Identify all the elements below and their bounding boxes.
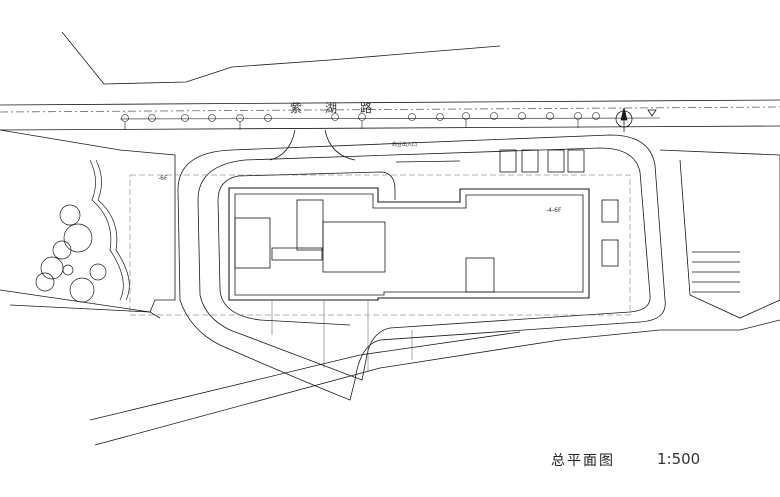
road-line-1 xyxy=(0,99,780,106)
entrance-block-3 xyxy=(547,149,565,173)
stair-block-right xyxy=(465,257,495,293)
perimeter-road-outer xyxy=(177,134,666,401)
utility-box-1 xyxy=(601,199,619,223)
site-boundary-left xyxy=(0,129,176,313)
perimeter-road-inner xyxy=(197,147,651,381)
inner-road-ring xyxy=(217,171,396,326)
street-edge-top-left xyxy=(61,31,501,85)
road-line-2 xyxy=(0,106,780,113)
floor-label-right: -4-6F xyxy=(546,207,562,214)
road-station-markers xyxy=(121,112,600,130)
utility-box-2 xyxy=(601,239,619,267)
site-boundary-right xyxy=(659,149,780,319)
road-name-char-3: 路 xyxy=(360,100,372,115)
road-entry-curve xyxy=(269,129,356,161)
atrium-block-left xyxy=(234,217,271,269)
drawing-scale: 1:500 xyxy=(657,450,701,468)
site-edge-bottom xyxy=(94,319,780,446)
site-edge-bottom-2 xyxy=(89,331,521,421)
floor-label-left: -6F xyxy=(158,175,168,182)
entrance-row-line xyxy=(395,160,461,163)
entrance-label: 商业出入口 xyxy=(392,141,417,148)
entrance-block-2 xyxy=(521,149,539,173)
core-block-1 xyxy=(296,199,324,251)
north-arrow-icon xyxy=(615,107,633,132)
building-main-outline xyxy=(228,187,590,301)
road-name-char-2: 湖 xyxy=(325,100,337,115)
road-line-3 xyxy=(119,117,661,120)
level-marker-icon xyxy=(647,109,657,117)
drawing-title: 总平面图 xyxy=(551,453,615,469)
entrance-block-1 xyxy=(499,149,517,173)
entrance-block-4 xyxy=(567,149,585,173)
site-boundary-left-2 xyxy=(9,304,161,319)
road-name-label: 紫 湖 路 xyxy=(290,100,372,115)
tree-cluster xyxy=(35,159,130,303)
core-block-2 xyxy=(322,221,386,273)
dimension-lines xyxy=(271,300,413,372)
small-block-bottom xyxy=(271,247,323,261)
building-main-inner xyxy=(234,193,584,296)
road-name-char-1: 紫 xyxy=(290,101,302,115)
setback-line xyxy=(129,174,631,316)
road-line-4 xyxy=(0,125,780,131)
parking-stalls-right xyxy=(692,251,740,293)
